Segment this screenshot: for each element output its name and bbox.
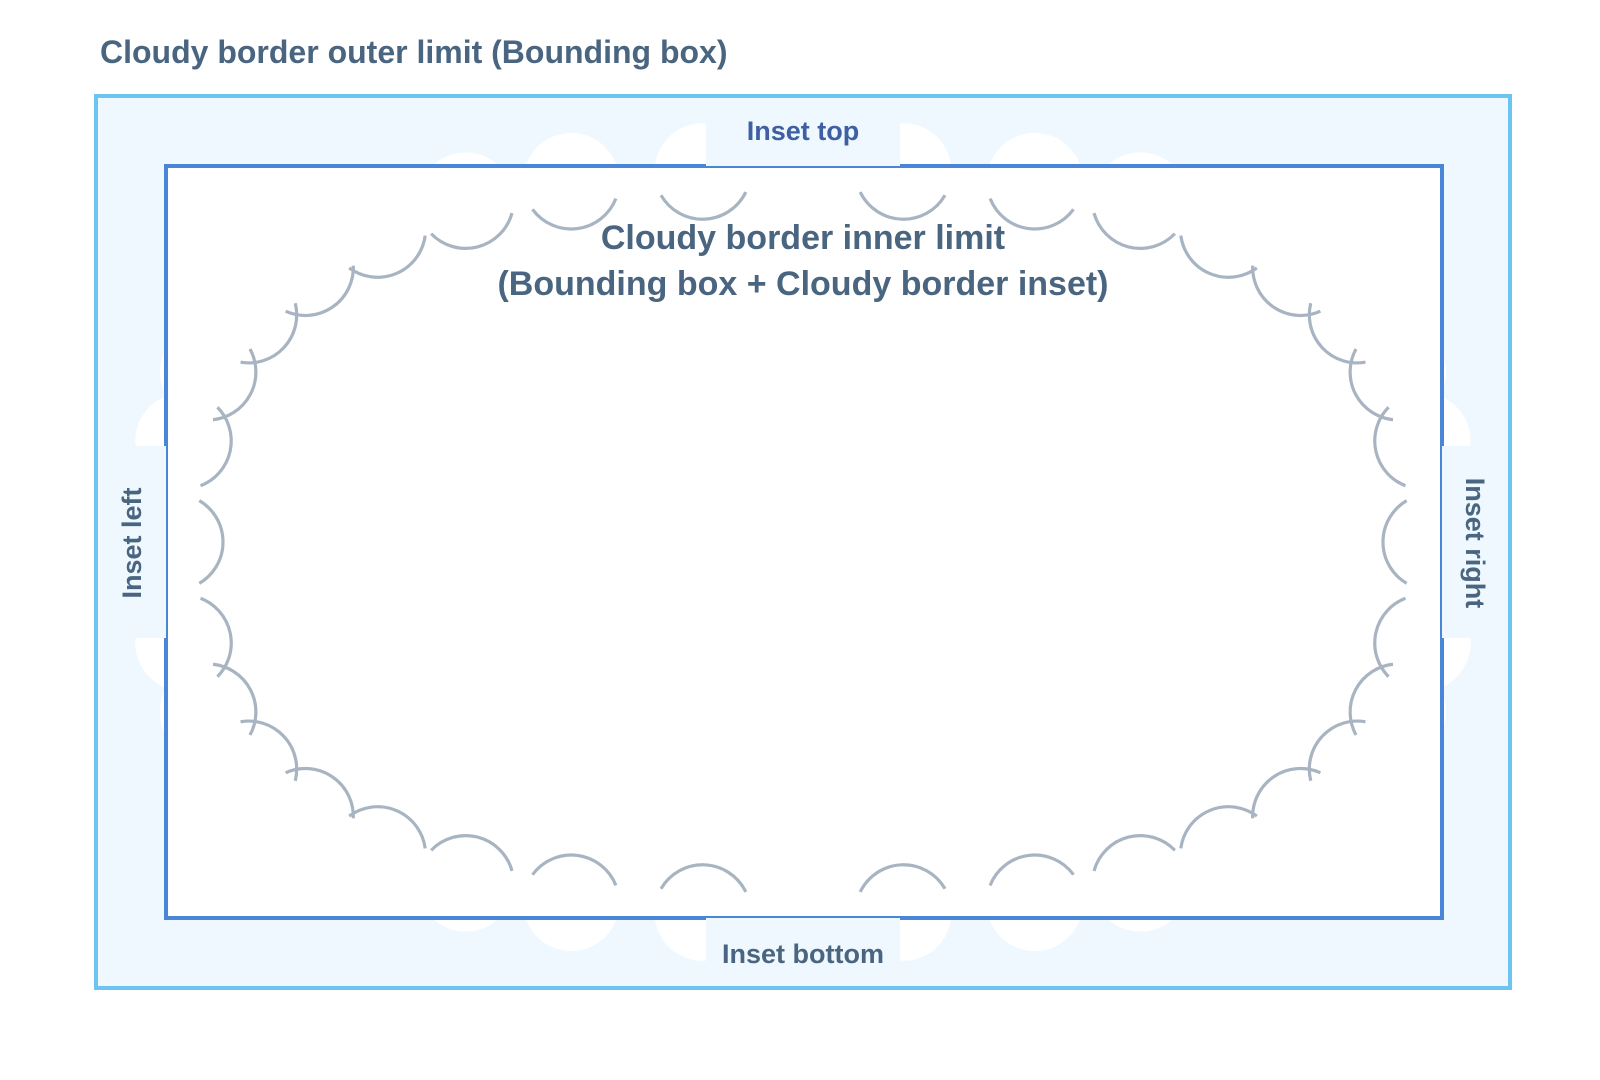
inner-limit-label-line2: (Bounding box + Cloudy border inset) bbox=[497, 265, 1108, 303]
inset-top-bg bbox=[706, 100, 900, 166]
cloud-scallop-arc bbox=[429, 212, 514, 250]
cloud-scallop-arc bbox=[659, 191, 748, 221]
inset-right-bg bbox=[1442, 446, 1506, 638]
cloud-bump-fill bbox=[1180, 806, 1277, 903]
cloud-scallop-arc bbox=[429, 834, 514, 872]
cloud-scallop-arc bbox=[531, 198, 618, 231]
cloud-scallop-arc bbox=[240, 719, 299, 782]
cloud-scallop-arc bbox=[1092, 834, 1177, 872]
cloud-scallop-arc bbox=[199, 596, 233, 678]
cloud-scallop-arc bbox=[1092, 212, 1177, 250]
cloud-scallop-arc bbox=[1251, 767, 1322, 819]
cloud-bump-fill bbox=[986, 855, 1083, 952]
cloud-scallop-arc bbox=[212, 348, 258, 422]
cloud-bump-fill bbox=[523, 132, 620, 229]
cloud-scallop-arc bbox=[284, 265, 355, 317]
cloud-scallop-arc bbox=[1373, 406, 1407, 488]
cloud-bump-fill bbox=[417, 152, 514, 249]
cloud-scallop-arc bbox=[531, 853, 618, 886]
cloud-bump-fill bbox=[1092, 835, 1189, 932]
inset-bottom-bg bbox=[706, 918, 900, 982]
outer-limit-title: Cloudy border outer limit (Bounding box) bbox=[100, 34, 728, 70]
cloud-scallop-arc bbox=[348, 805, 427, 849]
cloud-scallop-arc bbox=[198, 499, 225, 585]
inset-bottom-label: Inset bottom bbox=[722, 939, 884, 969]
cloud-bump-fill bbox=[1180, 181, 1277, 278]
inset-right-label: Inset right bbox=[1460, 478, 1490, 609]
cloud-scallop-arc bbox=[1179, 235, 1258, 279]
cloud-bump-fill bbox=[417, 835, 514, 932]
inner-limit-label-line1: Cloudy border inner limit bbox=[601, 219, 1005, 257]
inset-left-bg bbox=[100, 446, 166, 638]
cloud-scallop-arc bbox=[1348, 662, 1394, 736]
cloud-bump-fill bbox=[523, 855, 620, 952]
cloud-bump-fill bbox=[986, 132, 1083, 229]
cloud-bump-fill bbox=[329, 806, 426, 903]
cloud-scallop-arc bbox=[1381, 499, 1408, 585]
cloud-scallop-arc bbox=[659, 863, 748, 893]
cloud-bump-fill bbox=[257, 219, 354, 316]
cloud-scallop-arc bbox=[1179, 805, 1258, 849]
cloud-scallop-arc bbox=[1307, 302, 1366, 365]
cloud-bump-fill bbox=[329, 181, 426, 278]
cloud-scallop-arc bbox=[988, 198, 1075, 231]
cloud-body bbox=[175, 171, 1431, 913]
cloud-scallop-arc bbox=[988, 853, 1075, 886]
cloud-scallops bbox=[198, 191, 1408, 893]
inset-left-label: Inset left bbox=[117, 487, 147, 598]
inset-top-label: Inset top bbox=[747, 116, 860, 146]
cloud-scallop-arc bbox=[858, 191, 947, 221]
cloud-scallop-arc bbox=[348, 235, 427, 279]
cloud-bump-fill bbox=[1252, 768, 1349, 865]
cloud-scallop-arc bbox=[858, 863, 947, 893]
cloud-bump-fill bbox=[1092, 152, 1189, 249]
cloud-fill bbox=[127, 123, 1479, 961]
